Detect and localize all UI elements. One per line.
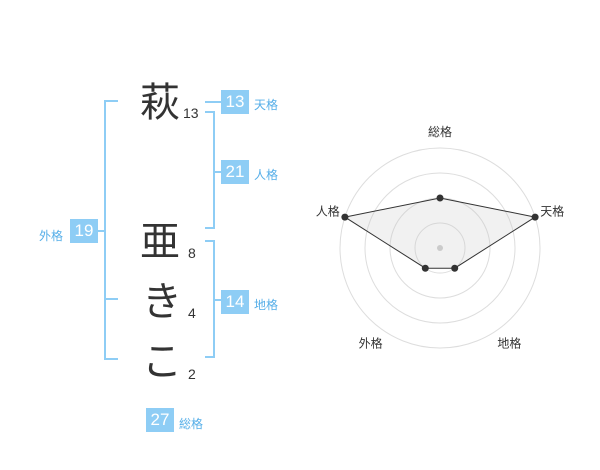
radar-point-2: [451, 264, 459, 272]
tenkaku-connector: [205, 101, 221, 103]
chikaku-bracket-top: [205, 240, 215, 242]
radar-point-4: [341, 213, 349, 221]
gaikaku-bracket-bottom: [104, 358, 118, 360]
jinkaku-label: 人格: [254, 168, 279, 182]
name-char-1: 萩: [140, 80, 180, 126]
radar-point-0: [436, 194, 444, 202]
radar-point-1: [531, 213, 539, 221]
soukaku-value: 27: [146, 408, 174, 432]
stroke-count-1: 13: [183, 105, 199, 121]
soukaku-label: 総格: [179, 417, 204, 431]
radar-axis-label-2: 地格: [497, 336, 521, 351]
gaikaku-value: 19: [70, 219, 98, 243]
jinkaku-bracket-stub: [213, 171, 221, 173]
stroke-count-2: 8: [188, 245, 196, 261]
chikaku-bracket-bottom: [205, 356, 215, 358]
radar-axis-label-0: 総格: [428, 124, 452, 139]
stroke-count-4: 2: [188, 366, 196, 382]
tenkaku-label: 天格: [254, 98, 279, 112]
name-char-4: こ: [142, 339, 182, 385]
tenkaku-value: 13: [221, 90, 249, 114]
chikaku-label: 地格: [254, 298, 279, 312]
radar-axis-label-1: 天格: [540, 204, 564, 219]
radar-ring-4: [339, 147, 541, 349]
jinkaku-bracket-top: [205, 111, 215, 113]
gaikaku-bracket-stub: [98, 230, 106, 232]
jinkaku-value: 21: [221, 160, 249, 184]
jinkaku-bracket: [213, 111, 215, 229]
stroke-count-3: 4: [188, 305, 196, 321]
chikaku-value: 14: [221, 290, 249, 314]
radar-axis-label-3: 外格: [359, 336, 383, 351]
gaikaku-bracket-top: [104, 100, 118, 102]
name-char-2: 亜: [140, 219, 180, 265]
jinkaku-bracket-bottom: [205, 227, 215, 229]
radar-ring-1: [414, 222, 466, 274]
radar-area: [343, 197, 537, 269]
name-char-3: き: [142, 279, 182, 325]
gaikaku-label: 外格: [39, 229, 64, 243]
radar-axis-label-4: 人格: [316, 204, 340, 219]
radar-point-3: [421, 264, 429, 272]
gaikaku-bracket-mid: [104, 298, 118, 300]
chikaku-bracket-stub: [213, 299, 221, 301]
radar-center: [437, 245, 443, 251]
radar-ring-3: [364, 172, 516, 324]
